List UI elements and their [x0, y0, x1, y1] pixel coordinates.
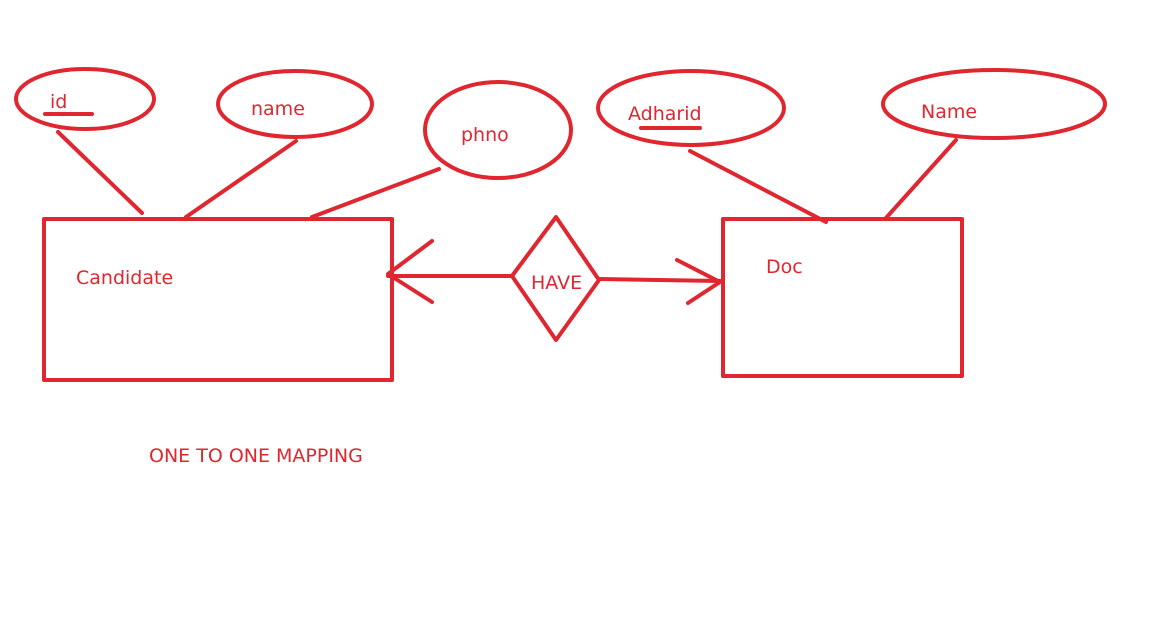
attribute-adharid-label: Adharid: [628, 103, 702, 125]
diagram-caption: ONE TO ONE MAPPING: [149, 445, 363, 467]
attribute-name: name: [216, 69, 374, 139]
relationship-line-to-candidate: [386, 239, 514, 304]
arrow-head-right-icon: [675, 258, 722, 305]
attribute-adharid: Adharid: [596, 69, 786, 147]
attribute-id: id: [14, 67, 156, 131]
attribute-name-label: name: [251, 98, 305, 120]
attribute-id-label: id: [50, 91, 67, 113]
relationship-have-label: HAVE: [531, 272, 582, 294]
entity-doc-box: [721, 217, 964, 378]
entity-candidate-box: [42, 217, 394, 382]
attribute-doc-name-label: Name: [921, 101, 977, 123]
relationship-line-right: [597, 277, 722, 283]
attribute-phno: phno: [423, 80, 573, 180]
relationship-line-to-doc: [597, 258, 722, 305]
entity-doc: Doc: [721, 217, 964, 378]
attribute-id-ellipse: [14, 67, 156, 131]
attribute-doc-name-ellipse: [881, 68, 1107, 140]
connector-id-candidate: [56, 130, 144, 215]
connector-docname-doc: [884, 138, 958, 220]
relationship-have: HAVE: [510, 215, 601, 342]
connector-adharid-doc: [688, 149, 828, 224]
relationship-have-diamond: [510, 215, 601, 342]
attribute-phno-label: phno: [461, 124, 509, 146]
entity-candidate: Candidate: [42, 217, 394, 382]
arrow-head-left-icon: [386, 239, 434, 304]
attribute-phno-ellipse: [423, 80, 573, 180]
entity-doc-label: Doc: [766, 256, 803, 278]
attribute-adharid-ellipse: [596, 69, 786, 147]
attribute-doc-name: Name: [881, 68, 1107, 140]
attribute-name-ellipse: [216, 69, 374, 139]
entity-candidate-label: Candidate: [76, 267, 173, 289]
connector-name-candidate: [184, 139, 298, 219]
connector-phno-candidate: [310, 167, 441, 219]
